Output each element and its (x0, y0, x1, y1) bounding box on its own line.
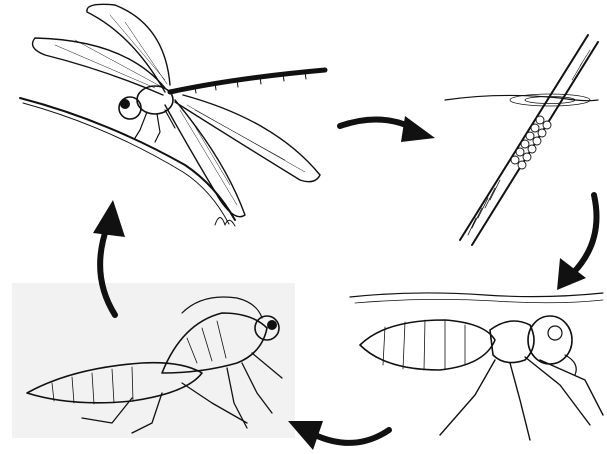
arrow-adult-to-eggs (335, 108, 440, 148)
adult-dragonfly-icon (15, 0, 345, 245)
curved-arrow-icon (285, 405, 395, 454)
curved-arrow-icon (552, 190, 607, 295)
curved-arrow-icon (85, 195, 130, 320)
adult-emerging-from-exuvia-icon (12, 283, 295, 438)
arrow-emergence-to-adult (85, 195, 130, 320)
arrow-nymph-to-emergence (285, 405, 395, 454)
adult-dragonfly-stage (15, 0, 345, 245)
emergence-stage (12, 283, 295, 438)
curved-arrow-icon (335, 108, 440, 148)
arrow-eggs-to-nymph (552, 190, 607, 295)
